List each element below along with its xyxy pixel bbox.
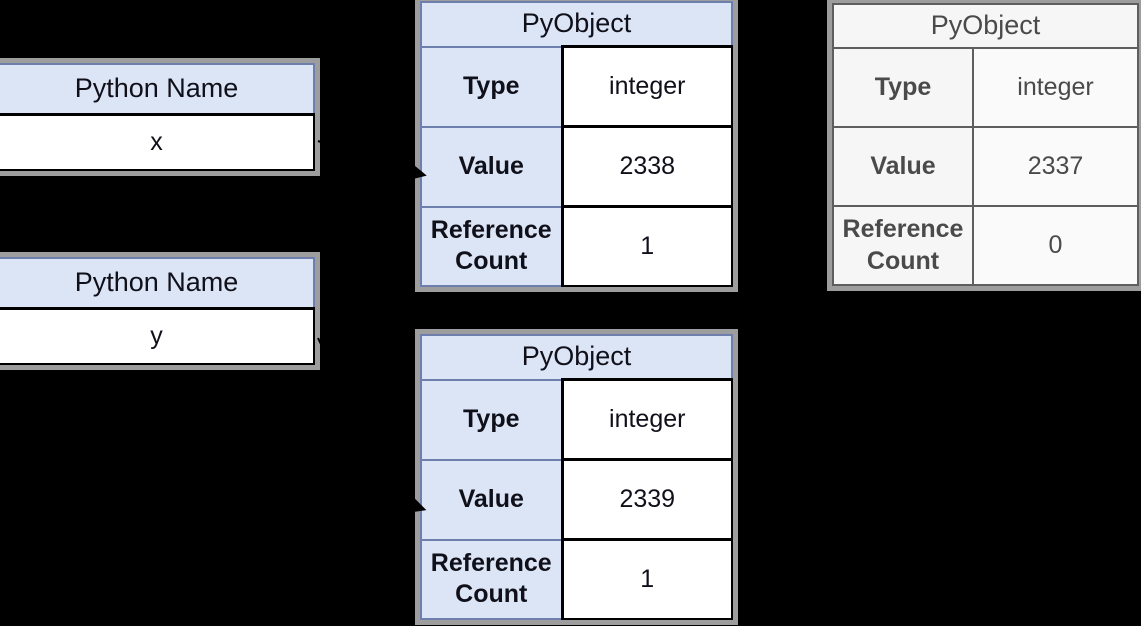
arrow-x-to-pyobject-2338 [317,140,427,181]
table-row: Python Name [0,257,315,310]
row-label: Reference Count [420,205,563,287]
row-label: Value [832,126,974,207]
row-label: Type [832,47,974,128]
table-row: PyObject [832,3,1139,49]
table-row: Type integer [420,45,733,128]
row-value: 0 [972,205,1139,286]
row-label: Value [420,125,563,208]
pyobject-table-2339: PyObject Type integer Value 2339 Referen… [415,329,738,625]
table-row: PyObject [420,1,733,48]
python-name-table-y: Python Name y [0,252,320,370]
table-row: y [0,307,315,365]
table-header: PyObject [832,3,1139,49]
table-header: PyObject [420,334,733,381]
row-label: Type [420,378,563,461]
table-row: Reference Count 1 [420,538,733,620]
row-label: Type [420,45,563,128]
pyobject-table: PyObject Type integer Value 2337 Referen… [832,3,1139,286]
table-header: Python Name [0,63,315,116]
row-label: Reference Count [832,205,974,286]
name-table: Python Name x [0,63,315,171]
table-row: Reference Count 0 [832,205,1139,286]
table-row: Type integer [420,378,733,461]
table-header: Python Name [0,257,315,310]
pyobject-table: PyObject Type integer Value 2338 Referen… [420,1,733,287]
table-row: x [0,113,315,171]
row-value: integer [972,47,1139,128]
table-row: Value 2339 [420,458,733,541]
row-value: 2337 [972,126,1139,207]
arrow-y-to-pyobject-2339 [317,337,427,513]
row-value: 1 [560,205,733,287]
pyobject-table-2337-grayed: PyObject Type integer Value 2337 Referen… [827,0,1141,291]
name-value-cell: y [0,307,315,365]
name-value-cell: x [0,113,315,171]
row-label: Value [420,458,563,541]
table-row: PyObject [420,334,733,381]
table-row: Reference Count 1 [420,205,733,287]
row-label: Reference Count [420,538,563,620]
table-row: Python Name [0,63,315,116]
pyobject-table: PyObject Type integer Value 2339 Referen… [420,334,733,620]
row-value: 2339 [560,458,733,541]
table-header: PyObject [420,1,733,48]
python-name-table-x: Python Name x [0,58,320,176]
row-value: integer [560,378,733,461]
table-row: Value 2337 [832,126,1139,207]
table-row: Type integer [832,47,1139,128]
row-value: integer [560,45,733,128]
pyobject-table-2338: PyObject Type integer Value 2338 Referen… [415,0,738,292]
name-table: Python Name y [0,257,315,365]
row-value: 1 [560,538,733,620]
table-row: Value 2338 [420,125,733,208]
row-value: 2338 [560,125,733,208]
